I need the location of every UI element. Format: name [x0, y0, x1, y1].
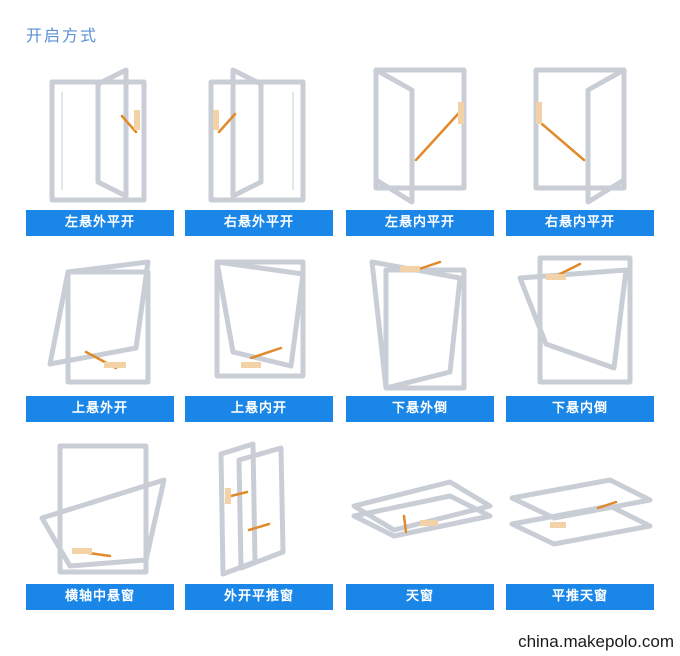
card-label: 天窗 [346, 584, 494, 610]
card-label: 右悬内平开 [506, 210, 654, 236]
card-label: 上悬内开 [185, 396, 333, 422]
window-illustration [517, 255, 633, 385]
card-label: 左悬内平开 [346, 210, 494, 236]
watermark: china.makepolo.com [518, 632, 674, 651]
card-bottom-hung-in: 下悬内倒 [506, 248, 654, 422]
card-label: 左悬外平开 [26, 210, 174, 236]
card-top-hung-in: 上悬内开 [185, 248, 333, 422]
window-illustration [49, 67, 147, 203]
card-horizontal-pivot: 横轴中悬窗 [26, 436, 174, 610]
card-parallel-push-out: 外开平推窗 [185, 436, 333, 610]
window-illustration [373, 67, 467, 205]
card-label: 下悬内倒 [506, 396, 654, 422]
window-illustration [208, 67, 306, 203]
card-left-hung-out: 左悬外平开 [26, 62, 174, 236]
window-illustration [218, 441, 286, 577]
card-left-hung-in: 左悬内平开 [346, 62, 494, 236]
window-illustration [509, 477, 653, 547]
card-label: 上悬外开 [26, 396, 174, 422]
card-top-hung-out: 上悬外开 [26, 248, 174, 422]
window-illustration [351, 479, 493, 539]
card-label: 右悬外平开 [185, 210, 333, 236]
card-skylight: 天窗 [346, 436, 494, 610]
section-title: 开启方式 [26, 26, 99, 45]
card-label: 外开平推窗 [185, 584, 333, 610]
card-label: 平推天窗 [506, 584, 654, 610]
card-right-hung-in: 右悬内平开 [506, 62, 654, 236]
card-parallel-push-skylight: 平推天窗 [506, 436, 654, 610]
window-illustration [533, 67, 627, 205]
card-label: 横轴中悬窗 [26, 584, 174, 610]
window-illustration [47, 259, 151, 385]
window-illustration [39, 443, 167, 575]
window-illustration [369, 259, 467, 391]
card-label: 下悬外倒 [346, 396, 494, 422]
card-bottom-hung-out: 下悬外倒 [346, 248, 494, 422]
window-illustration [214, 259, 306, 379]
card-right-hung-out: 右悬外平开 [185, 62, 333, 236]
